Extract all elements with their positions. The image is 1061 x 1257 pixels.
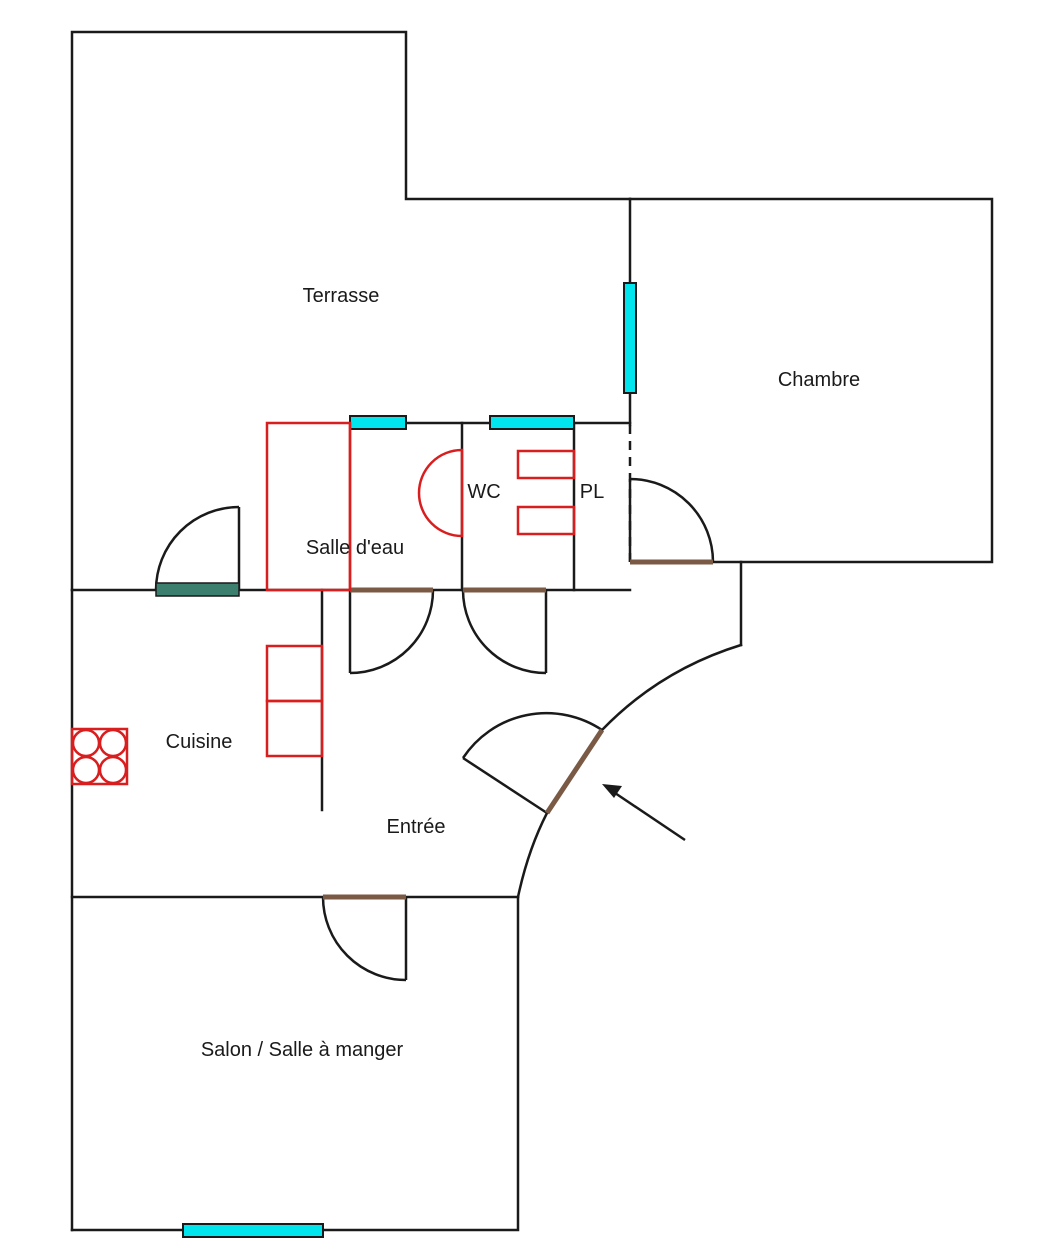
label-wc: WC — [467, 481, 500, 503]
burner-icon — [98, 728, 128, 758]
entrance-door-leaf — [462, 756, 548, 815]
cooktop-fixture — [70, 727, 129, 786]
window-salon — [182, 1223, 324, 1238]
burner-icon — [98, 755, 128, 785]
shelf-bottom — [516, 505, 576, 536]
kitchen-counter-top — [265, 644, 324, 703]
burner-icon — [71, 755, 101, 785]
window-terrace-bedroom — [623, 282, 637, 394]
entrance-door-swing — [461, 711, 603, 759]
terrace-door-sill — [155, 582, 240, 597]
doors — [154, 477, 715, 982]
label-cuisine: Cuisine — [166, 731, 233, 753]
windows — [182, 282, 637, 1238]
curved-entry-wall-upper — [600, 643, 743, 732]
burner-icon — [71, 728, 101, 758]
curved-entry-wall-lower — [516, 811, 549, 899]
arrow-shaft — [614, 791, 686, 842]
label-chambre: Chambre — [778, 369, 860, 391]
kitchen-counter-bottom — [265, 699, 324, 758]
arrow-head — [602, 784, 622, 798]
wc-door-swing — [461, 589, 547, 675]
label-terrasse: Terrasse — [303, 285, 380, 307]
fixtures — [70, 421, 576, 786]
salon-walls — [70, 895, 520, 1232]
terrace-walls — [70, 30, 632, 592]
label-salle-eau: Salle d'eau — [306, 537, 404, 559]
bathroom-door-swing — [349, 589, 435, 675]
label-entree: Entrée — [387, 816, 446, 838]
window-salle-eau — [349, 415, 407, 430]
label-salon: Salon / Salle à manger — [201, 1039, 404, 1061]
toilet-fixture — [417, 448, 464, 538]
bedroom-walls — [628, 197, 994, 564]
room-labels: Terrasse Chambre Salle d'eau WC PL Cuisi… — [166, 285, 860, 1061]
label-pl: PL — [580, 481, 604, 503]
entrance-door-threshold — [544, 728, 605, 815]
shower-fixture — [265, 421, 352, 592]
window-wc — [489, 415, 575, 430]
salon-door-swing — [321, 896, 407, 982]
bedroom-door-swing — [629, 477, 715, 563]
terrace-door-swing — [154, 505, 240, 591]
shelf-top — [516, 449, 576, 480]
entrance-arrow-icon — [602, 784, 686, 842]
